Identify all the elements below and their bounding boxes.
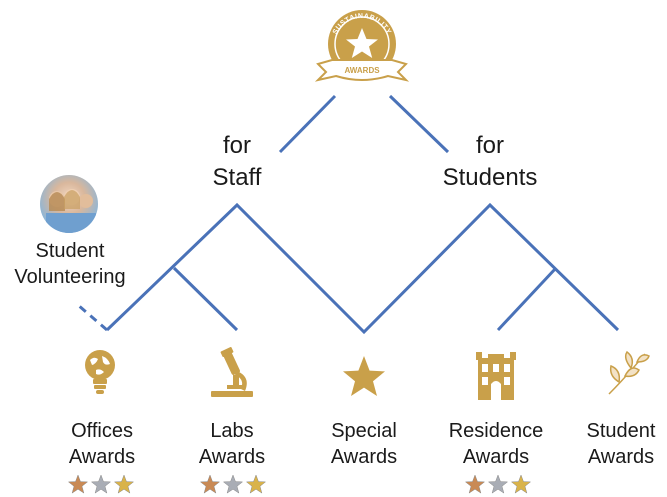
labs-award-tiers [199,474,267,494]
labs-awards-label: Labs Awards [182,418,282,470]
gold-star-icon [113,474,135,494]
residence-awards-line2: Awards [462,446,530,468]
silver-star-icon [487,474,509,494]
staff-branch-line1: for [222,132,251,159]
residence-tier-stars [464,474,532,494]
student-volunteering-label: Student Volunteering [8,238,132,290]
student-awards-line2: Awards [587,446,655,468]
bronze-star-icon [199,474,221,494]
offices-awards-label: Offices Awards [52,418,152,470]
star-icon [343,356,385,396]
building-icon [476,352,516,400]
lightbulb-globe-icon [85,350,115,394]
offices-tier-stars [67,474,135,494]
student-awards-line1: Student [586,420,656,442]
labs-awards-line2: Awards [198,446,266,468]
gold-star-icon [245,474,267,494]
leaf-branch-icon [608,350,650,395]
staff-branch-line2: Staff [212,164,262,191]
student-volunteering-line1: Student [35,240,105,262]
gold-star-icon [510,474,532,494]
special-awards-line1: Special [331,420,397,442]
bronze-star-icon [464,474,486,494]
volunteers-photo [40,175,98,233]
special-awards-label: Special Awards [314,418,414,470]
labs-tier-stars [199,474,267,494]
staff-branch-label: for Staff [200,130,274,194]
student-volunteering-line2: Volunteering [14,266,126,288]
offices-award-tiers [67,474,135,494]
residence-award-tiers [464,474,532,494]
silver-star-icon [222,474,244,494]
main-zigzag [105,202,620,335]
students-branch-line2: Students [442,164,538,191]
bronze-star-icon [67,474,89,494]
labs-branch [172,266,239,332]
student-awards-label: Student Awards [580,418,662,470]
offices-awards-line2: Awards [68,446,136,468]
top-left-branch [278,94,337,154]
students-branch-label: for Students [432,130,548,194]
microscope-icon [211,347,253,397]
labs-awards-line1: Labs [210,420,254,442]
residence-awards-label: Residence Awards [441,418,551,470]
volunteering-dashed-branch [77,303,108,332]
silver-star-icon [90,474,112,494]
residence-awards-line1: Residence [448,420,544,442]
badge-ribbon-text: AWARDS [344,66,380,75]
sustainability-awards-badge: SUSTAINABILITY AWARDS [314,10,410,82]
students-branch-line1: for [475,132,504,159]
top-right-branch [388,94,450,154]
residence-branch [496,266,558,332]
offices-awards-line1: Offices [71,420,133,442]
special-awards-line2: Awards [330,446,398,468]
